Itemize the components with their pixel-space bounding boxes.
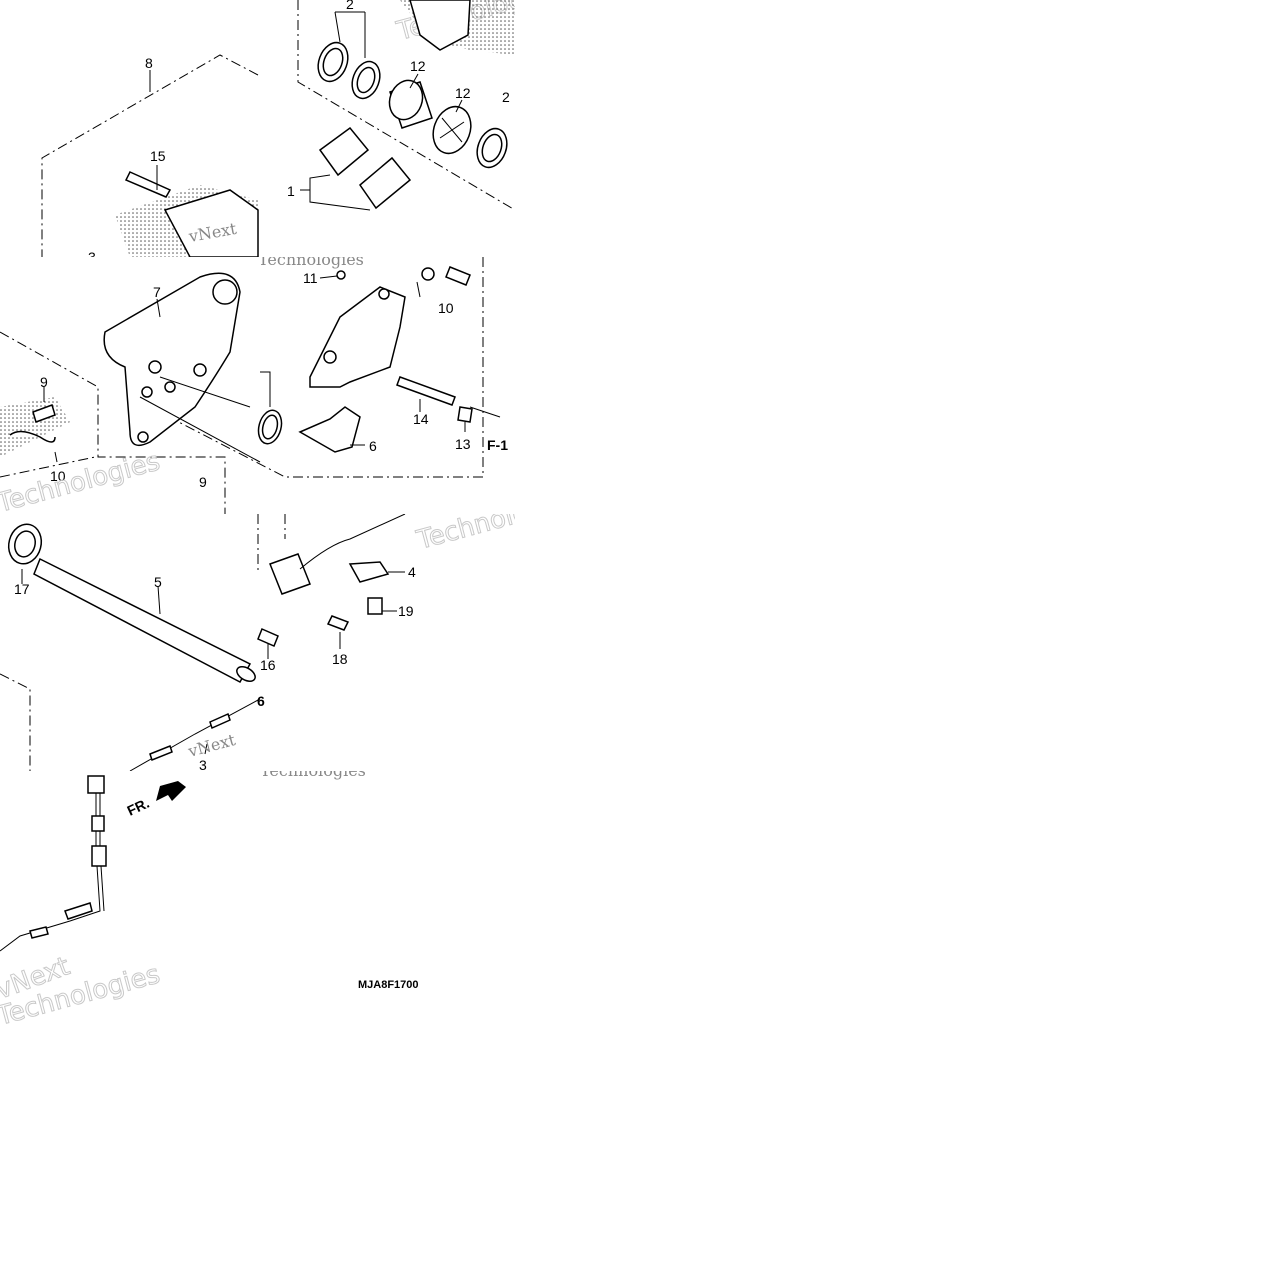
diagram-tile-cable: FR. MJA8F1700 Technologies vNext Technol… — [0, 771, 515, 1028]
watermark-technologies-4: Technologies — [413, 514, 515, 556]
dashed-frame-bracket — [0, 331, 226, 514]
bolt-18 — [326, 615, 350, 631]
diagram-tile-caliper-top: Technologies — [0, 0, 515, 257]
sensor-cable — [0, 793, 101, 952]
bleeder-cap-10 — [421, 267, 435, 281]
callout-2b: 2 — [502, 89, 510, 105]
watermark-technologies-5: Technologies — [260, 771, 366, 780]
callout-6b: 6 — [257, 693, 265, 709]
dashed-frame-caliper — [297, 0, 515, 211]
dashed-frame-caliper-2 — [139, 257, 484, 478]
sensor-cable-3 — [129, 698, 261, 771]
callout-6a: 6 — [369, 438, 377, 454]
callout-12a: 12 — [410, 58, 426, 74]
callout-15: 15 — [150, 148, 166, 164]
callout-16: 16 — [260, 657, 276, 673]
dashed-frame-8 — [41, 54, 259, 257]
caliper-body — [309, 286, 406, 388]
callout-10a: 10 — [438, 300, 454, 316]
callout-5: 5 — [154, 574, 162, 590]
brake-pad-b — [358, 156, 412, 210]
callout-4: 4 — [408, 564, 416, 580]
bleeder-9a — [32, 404, 56, 423]
callout-7: 7 — [153, 284, 161, 300]
bolt-15 — [124, 171, 172, 198]
diagram-tile-axle-sensor: Technologies — [0, 514, 515, 771]
callout-19: 19 — [398, 603, 414, 619]
boot-13 — [457, 406, 473, 423]
callout-3b: 3 — [199, 757, 207, 771]
diagram-tile-bracket-caliper: Technologies — [0, 257, 515, 514]
front-marker: FR. — [125, 795, 152, 819]
pad-spring-6 — [298, 406, 361, 453]
slide-pin-14 — [396, 376, 456, 406]
callout-1: 1 — [287, 183, 295, 199]
caliper-bracket-7 — [103, 272, 241, 447]
callout-12b: 12 — [455, 85, 471, 101]
callout-9b: 9 — [199, 474, 207, 490]
callout-3a: 3 — [88, 249, 96, 257]
callout-14: 14 — [413, 411, 429, 427]
callout-18: 18 — [332, 651, 348, 667]
callout-11: 11 — [303, 270, 318, 286]
sensor-connector — [87, 775, 105, 794]
axle-5 — [33, 557, 252, 684]
callout-17: 17 — [14, 581, 30, 597]
wheel-speed-sensor — [269, 553, 311, 595]
caliper-body-fragment — [409, 0, 471, 51]
callout-13: 13 — [455, 436, 471, 452]
reference-f1: F-1 — [487, 437, 508, 453]
nut-11 — [336, 270, 346, 280]
watermark-technologies-3: Technologies — [0, 447, 163, 514]
callout-9a: 9 — [40, 374, 48, 390]
bolt-16 — [257, 628, 279, 647]
callout-8: 8 — [145, 55, 153, 71]
front-arrow-icon — [156, 781, 186, 801]
watermark-technologies-2: Technologies — [258, 257, 364, 269]
caliper-bracket — [163, 189, 259, 257]
bolt-19 — [367, 597, 383, 615]
brake-pad-a — [318, 126, 370, 177]
clamp-4 — [348, 561, 390, 583]
callout-2a: 2 — [346, 0, 354, 12]
callout-10b: 10 — [50, 468, 66, 484]
diagram-code: MJA8F1700 — [358, 979, 419, 991]
